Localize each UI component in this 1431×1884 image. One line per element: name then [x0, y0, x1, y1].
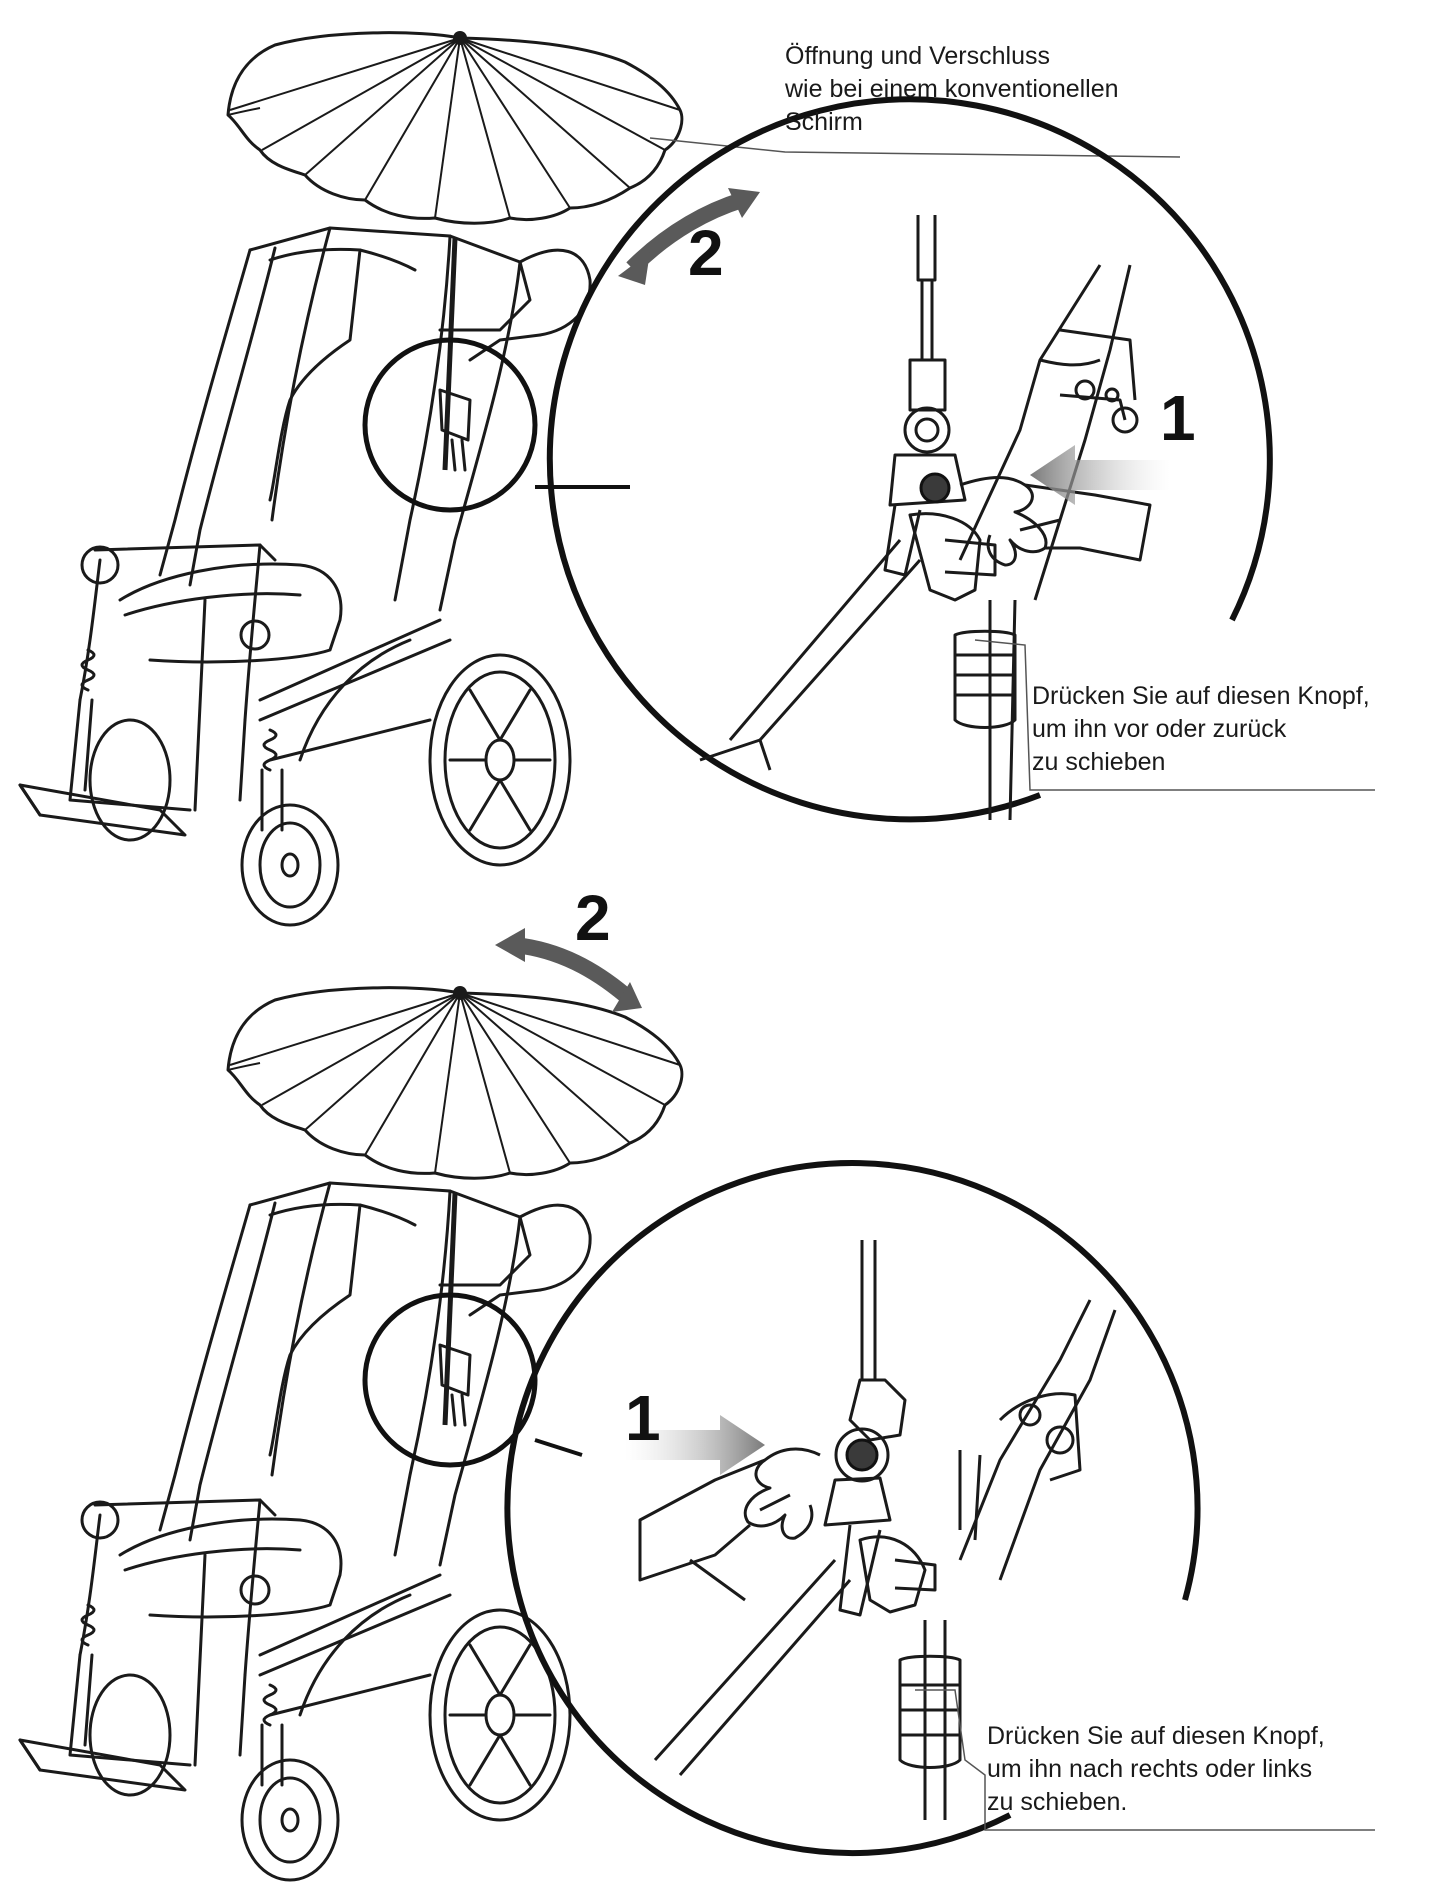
top-umbrella-leader-line [649, 137, 1181, 158]
callout-line: Drücken Sie auf diesen Knopf, [987, 1722, 1325, 1750]
bottom-swivel-arrow [495, 928, 642, 1012]
callout-line: Drücken Sie auf diesen Knopf, [1032, 682, 1370, 710]
top-detail-circle [546, 96, 1375, 823]
callout-line: Schirm [785, 108, 863, 136]
top-stroller-drawing [20, 31, 682, 925]
callout-line: um ihn vor oder zurück [1032, 715, 1287, 743]
bottom-detail-step-number: 1 [625, 1382, 661, 1454]
top-tilt-step-number: 2 [688, 217, 724, 289]
callout-line: um ihn nach rechts oder links [987, 1755, 1313, 1783]
bottom-detail-circle [504, 1160, 1375, 1857]
push-forward-back-callout: Drücken Sie auf diesen Knopf, um ihn vor… [1032, 680, 1370, 779]
top-detail-step-number: 1 [1160, 382, 1196, 454]
bottom-stroller-drawing [20, 986, 682, 1880]
callout-line: zu schieben [1032, 748, 1166, 776]
bottom-swivel-step-number: 2 [575, 882, 611, 954]
callout-line: wie bei einem konventionellen [785, 75, 1119, 103]
bottom-zoom-connector [534, 1438, 583, 1457]
callout-line: zu schieben. [987, 1788, 1128, 1816]
umbrella-open-close-callout: Öffnung und Verschluss wie bei einem kon… [785, 40, 1119, 139]
callout-line: Öffnung und Verschluss [785, 42, 1050, 70]
top-tilt-arrow [618, 188, 760, 285]
push-right-left-callout: Drücken Sie auf diesen Knopf, um ihn nac… [987, 1720, 1325, 1819]
